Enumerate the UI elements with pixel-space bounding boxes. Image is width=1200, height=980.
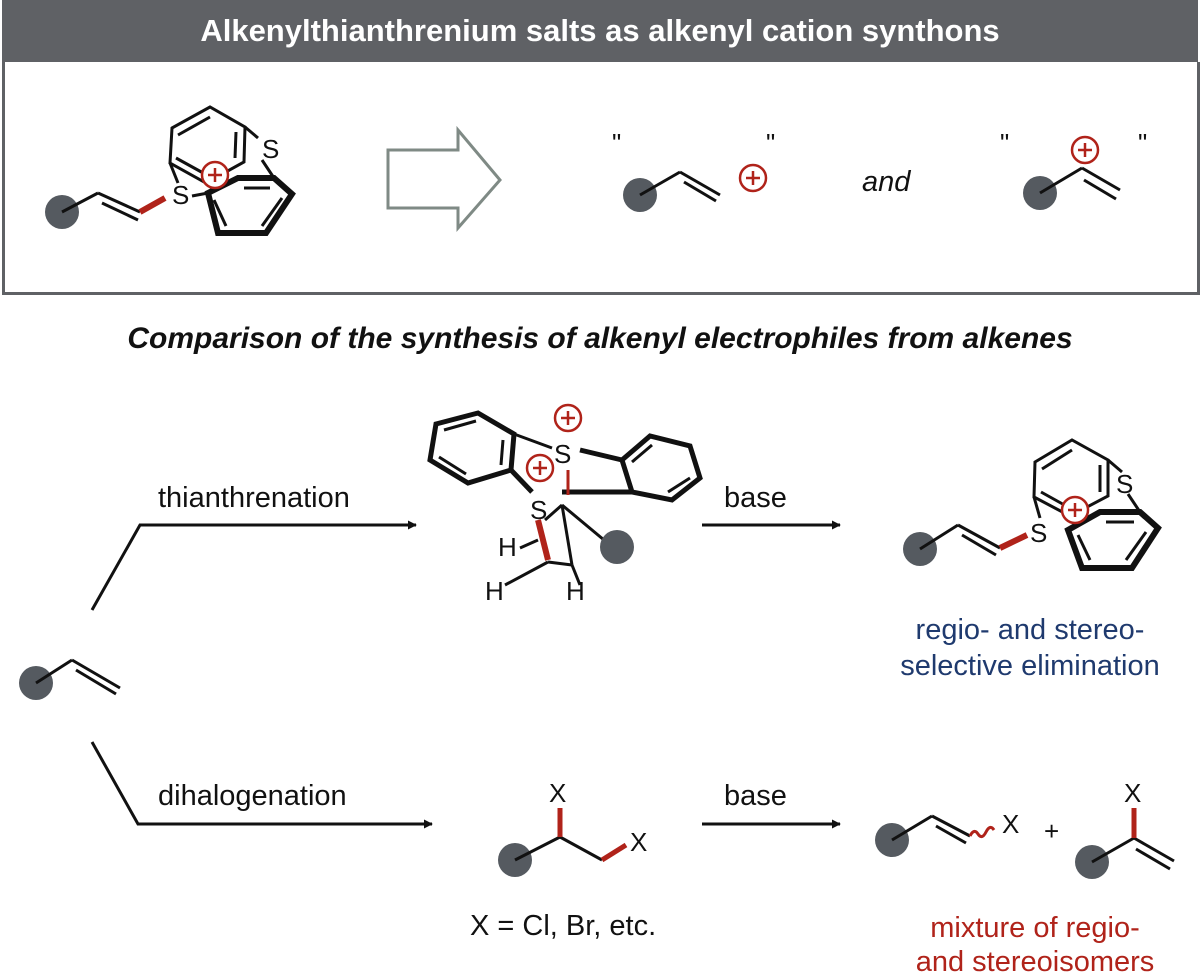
sulfur-atom-label: S bbox=[262, 134, 279, 164]
hollow-arrow-icon bbox=[386, 125, 502, 232]
positive-charge-icon bbox=[1070, 135, 1100, 165]
hydrogen-atom-label: H bbox=[485, 576, 504, 606]
halogen-atom-label: X bbox=[630, 827, 647, 857]
synthon-panel bbox=[2, 62, 1200, 295]
and-label: and bbox=[862, 166, 911, 198]
outcome-line: selective elimination bbox=[900, 650, 1160, 682]
upper-branch-line bbox=[90, 520, 417, 611]
c-s-bond-highlight bbox=[138, 195, 167, 215]
hydrogen-atom-label: H bbox=[566, 576, 585, 606]
quote-mark: " bbox=[612, 128, 622, 158]
sulfur-atom-label: S bbox=[1116, 469, 1133, 499]
isopropenyl-cation-synthon bbox=[1023, 166, 1121, 210]
quote-mark: " bbox=[766, 128, 776, 158]
halogen-atom-label: X bbox=[1002, 809, 1019, 839]
alkenyl-thianthrenium-salt bbox=[45, 105, 296, 236]
quote-mark: " bbox=[1138, 128, 1148, 158]
thianthrenium-adduct bbox=[427, 410, 703, 587]
vinyl-halide-product bbox=[875, 814, 996, 857]
sulfur-atom-label: S bbox=[172, 180, 189, 210]
isopropenyl-halide-product bbox=[1075, 808, 1175, 879]
vinyl-cation-synthon bbox=[623, 170, 721, 212]
alkenyl-thianthrenium-product bbox=[903, 438, 1162, 571]
positive-charge-icon bbox=[200, 160, 230, 190]
outcome-line: and stereoisomers bbox=[915, 946, 1155, 978]
header-title: Alkenylthianthrenium salts as alkenyl ca… bbox=[2, 0, 1198, 62]
halogen-definition: X = Cl, Br, etc. bbox=[470, 910, 657, 942]
dihalogenation-label: dihalogenation bbox=[158, 780, 347, 812]
thianthrenation-label: thianthrenation bbox=[158, 482, 350, 514]
terminal-alkene bbox=[19, 658, 121, 700]
positive-charge-icon bbox=[525, 453, 555, 483]
halogen-atom-label: X bbox=[1124, 778, 1141, 808]
hydrogen-atom-label: H bbox=[498, 532, 517, 562]
wavy-bond bbox=[968, 825, 996, 839]
vicinal-dihalide bbox=[498, 808, 628, 877]
positive-charge-icon bbox=[553, 403, 583, 433]
base-label: base bbox=[724, 482, 787, 514]
lower-branch-line bbox=[90, 741, 433, 829]
halogen-atom-label: X bbox=[549, 778, 566, 808]
outcome-line: regio- and stereo- bbox=[915, 614, 1145, 646]
sulfur-atom-label: S bbox=[554, 439, 571, 469]
positive-charge-icon bbox=[1060, 495, 1090, 525]
positive-charge-icon bbox=[738, 163, 768, 193]
section-title: Comparison of the synthesis of alkenyl e… bbox=[127, 322, 1073, 355]
base-label: base bbox=[724, 780, 787, 812]
outcome-line: mixture of regio- bbox=[930, 912, 1140, 944]
sulfur-atom-label: S bbox=[530, 495, 547, 525]
plus-sign: + bbox=[1044, 816, 1059, 846]
quote-mark: " bbox=[1000, 128, 1010, 158]
sulfur-atom-label: S bbox=[1030, 518, 1047, 548]
